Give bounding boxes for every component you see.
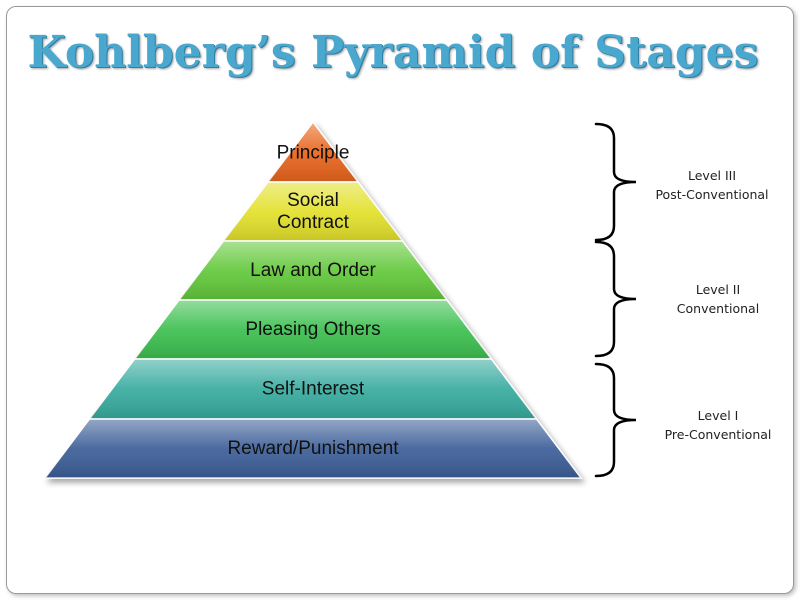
level-2-name: Level II xyxy=(695,282,741,297)
curly-bracket-level-1 xyxy=(594,362,637,478)
level-1-subtitle: Pre-Conventional xyxy=(664,427,772,442)
pyramid-layer-gloss-3 xyxy=(179,241,447,300)
pyramid-layer-gloss-1 xyxy=(267,122,359,182)
level-1-name: Level I xyxy=(697,408,739,423)
pyramid-layer-gloss-2 xyxy=(223,182,403,241)
stage-label-6-line-1: Reward/Punishment xyxy=(227,438,399,459)
stage-label-2-line-1: Social xyxy=(287,190,339,211)
level-label-3: Level III Post-Conventional xyxy=(632,166,792,204)
stage-label-2-line-2: Contract xyxy=(277,212,350,233)
pyramid-layer-gloss-6 xyxy=(45,419,581,478)
curly-bracket-level-2 xyxy=(594,240,637,358)
stage-label-4-line-1: Pleasing Others xyxy=(245,319,380,340)
slide-title: Kohlberg’s Pyramid of Stages xyxy=(27,27,759,78)
level-label-1: Level I Pre-Conventional xyxy=(638,406,798,444)
pyramid-layer-gloss-4 xyxy=(134,300,492,359)
level-label-2: Level II Conventional xyxy=(638,280,798,318)
level-brackets xyxy=(594,122,637,478)
stage-label-5-line-1: Self-Interest xyxy=(262,379,365,400)
stage-label-1-line-1: Principle xyxy=(277,143,350,164)
stage-label-3-line-1: Law and Order xyxy=(250,260,376,281)
curly-bracket-level-3 xyxy=(594,122,637,242)
level-3-subtitle: Post-Conventional xyxy=(655,187,769,202)
level-2-subtitle: Conventional xyxy=(676,301,760,316)
pyramid-layers xyxy=(43,120,583,479)
level-3-name: Level III xyxy=(687,168,737,183)
pyramid-layer-gloss-5 xyxy=(89,359,537,419)
